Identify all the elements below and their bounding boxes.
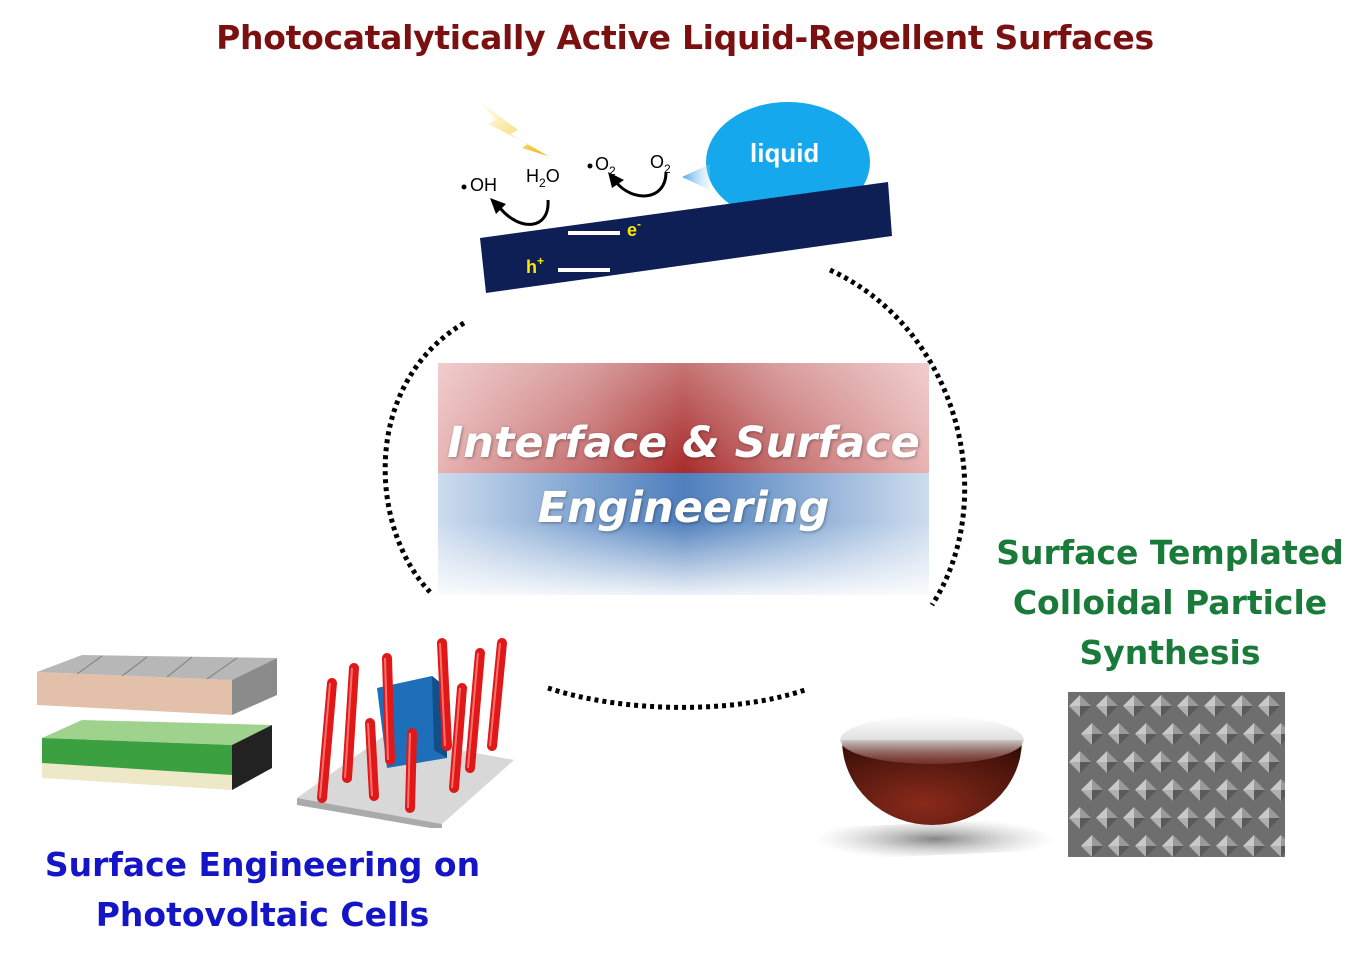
oxidation-arrow: [498, 199, 550, 226]
center-title-line1: Interface & Surface: [447, 418, 920, 468]
photovoltaic-label: Surface Engineering on Photovoltaic Cell…: [44, 845, 481, 934]
solar-cell-stack-image: [37, 655, 277, 790]
reduction-arrow: [614, 171, 668, 198]
water-label: H2O: [526, 166, 560, 190]
hydroxyl-radical-label: OH: [470, 175, 497, 195]
dotted-arc-right: [828, 267, 968, 607]
hole-label: h+: [526, 254, 544, 277]
dotted-arc-left: [382, 320, 466, 594]
light-bolt-icon: [478, 100, 548, 156]
oxygen-label: O2: [650, 152, 671, 176]
photocatalyst-substrate: [480, 182, 892, 293]
nanowire-electrode-image: [297, 638, 514, 828]
electron-label: e-: [627, 217, 641, 240]
center-title-line2: Engineering: [537, 483, 830, 533]
liquid-arrow-icon: [682, 164, 710, 190]
dotted-arc-bottom: [547, 685, 806, 710]
liquid-label: liquid: [750, 138, 819, 168]
sem-pyramid-particles-image: [1068, 692, 1285, 857]
colloidal-synthesis-label: Surface Templated Colloidal Particle Syn…: [996, 533, 1344, 672]
superoxide-label: O2: [595, 154, 616, 178]
figure-title: Photocatalytically Active Liquid-Repelle…: [216, 18, 1154, 57]
photocatalysis-schematic: liquid e- h+ OH H2O O2 O2: [461, 100, 892, 293]
hemisphere-particle-image: [815, 716, 1055, 860]
interface-surface-engineering-box: Interface & Surface Engineering: [438, 363, 929, 595]
